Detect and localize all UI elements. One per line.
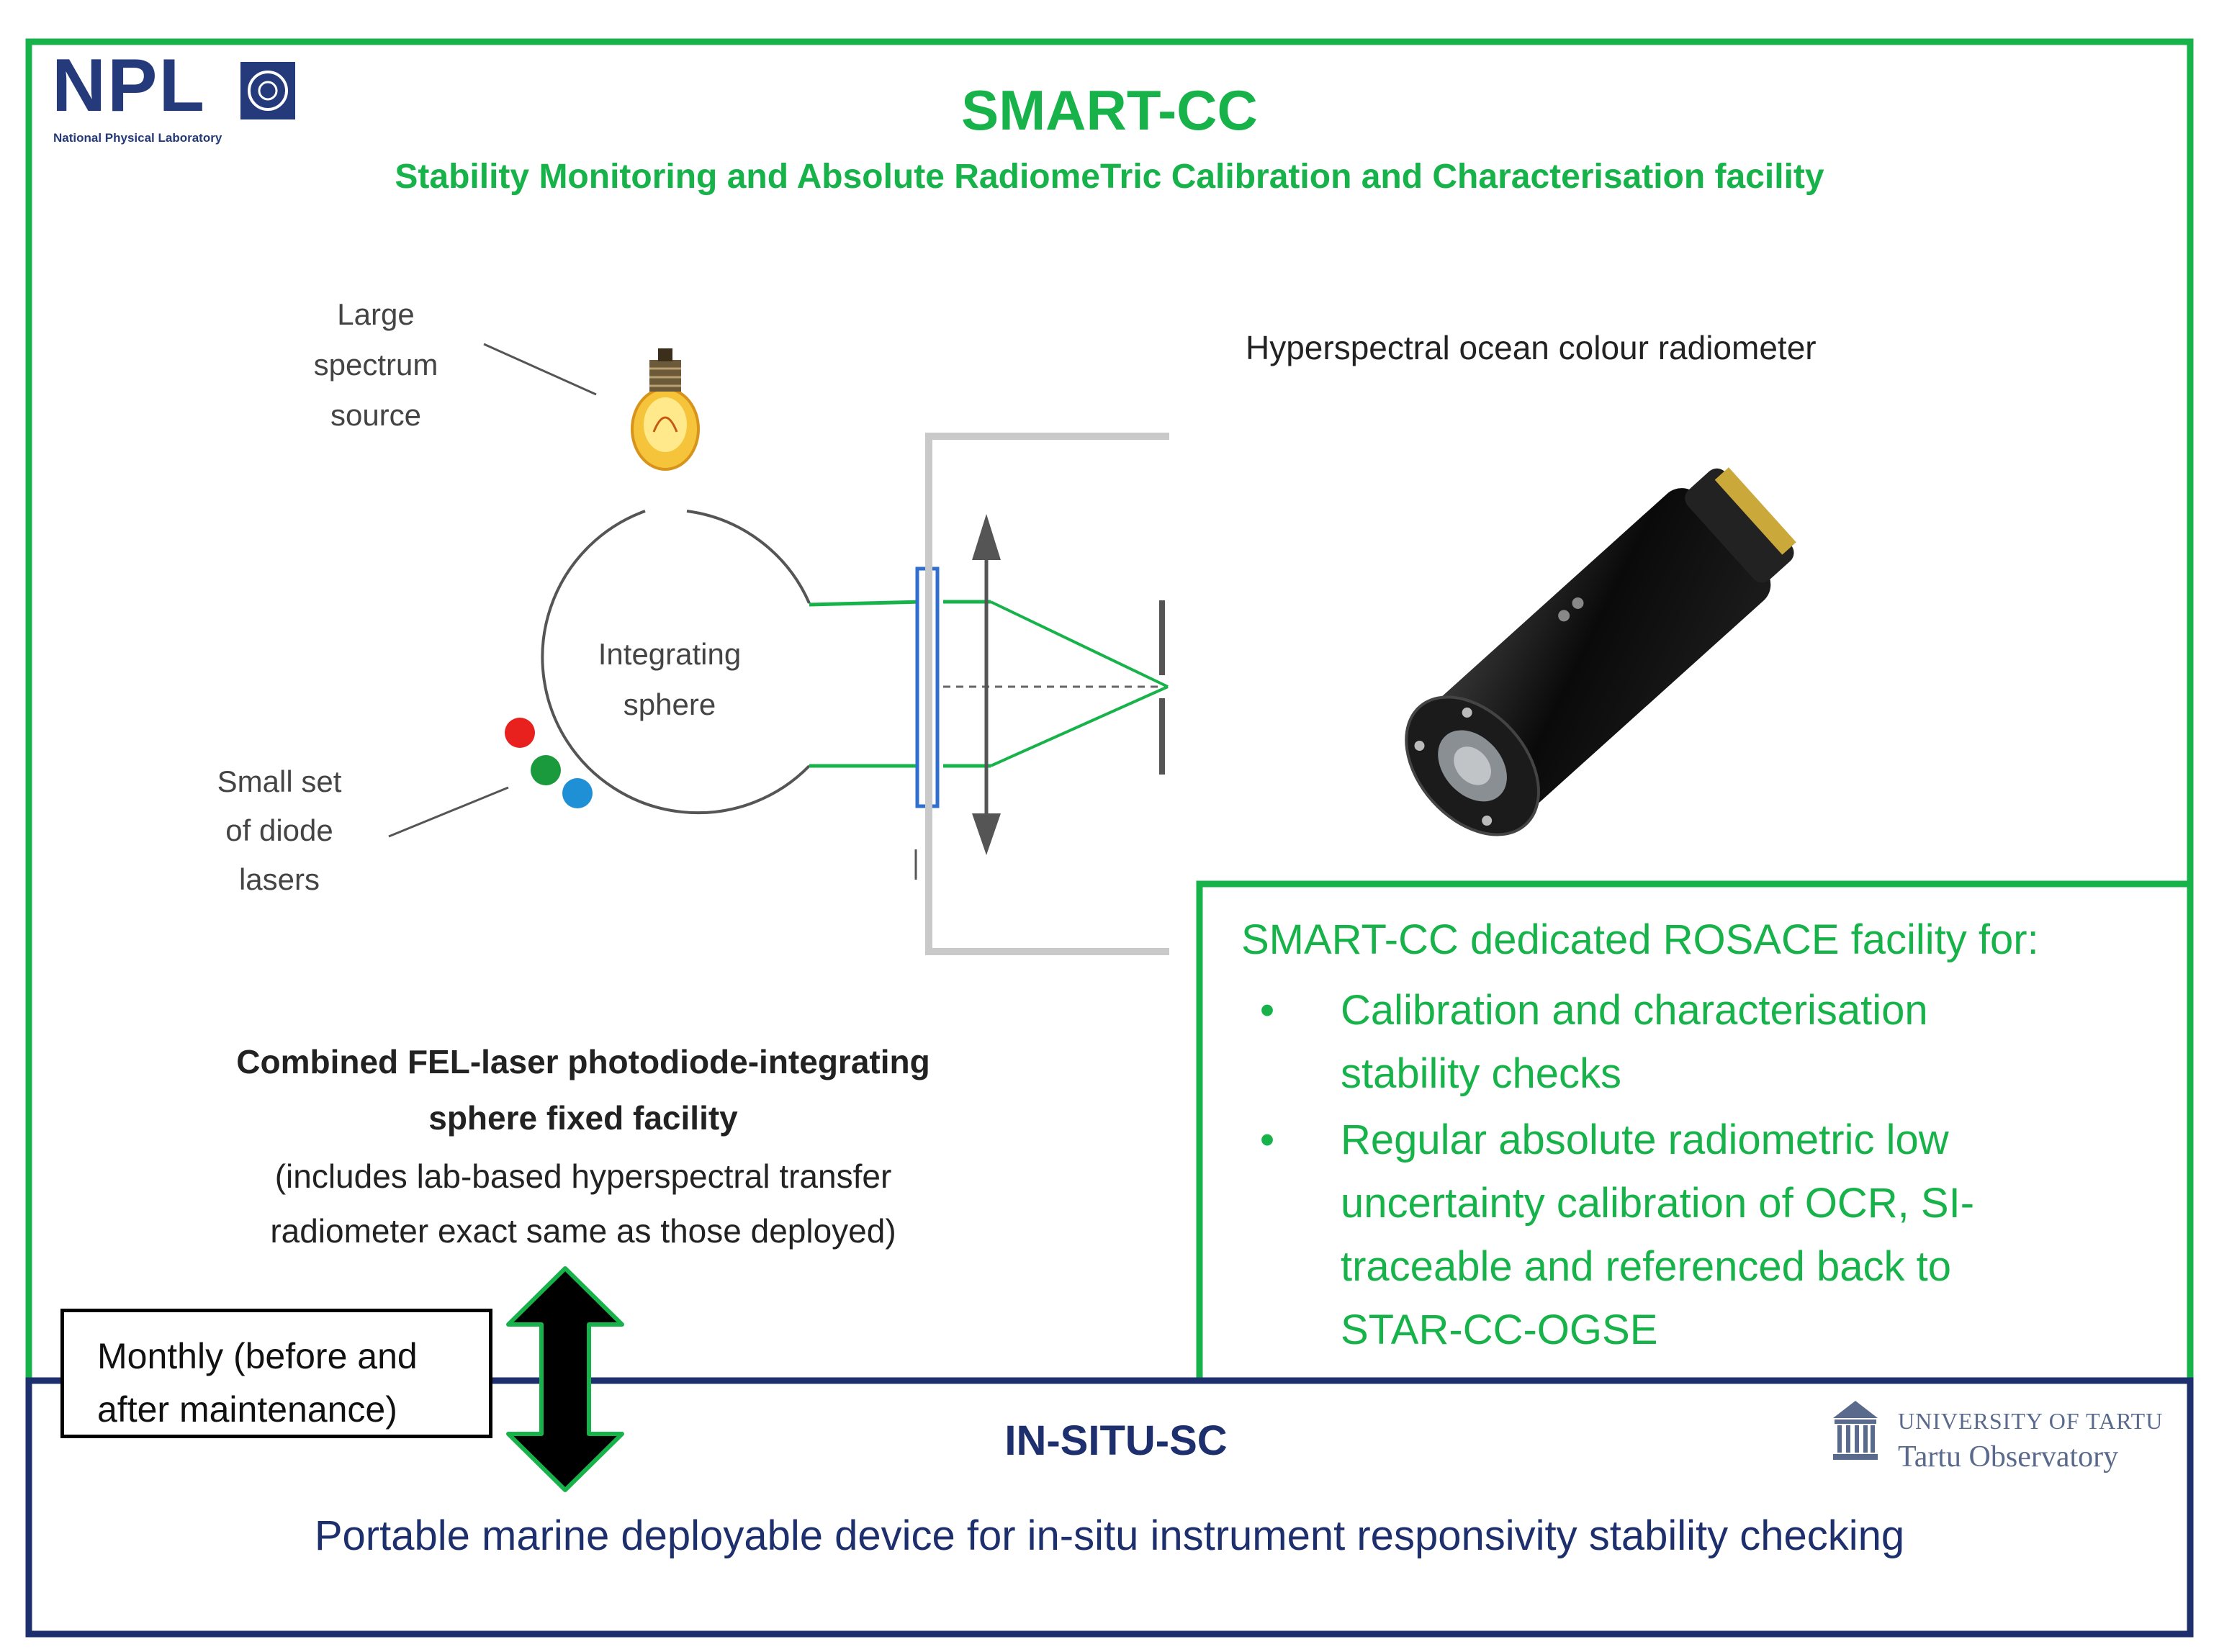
beam-converge-top <box>990 600 1169 688</box>
page-title: SMART-CC <box>961 78 1258 142</box>
facility-description: (includes lab-based hyperspectral transf… <box>270 1157 896 1250</box>
tartu-logo-line2: Tartu Observatory <box>1898 1440 2119 1473</box>
page-subtitle: Stability Monitoring and Absolute Radiom… <box>395 158 1824 196</box>
integrating-sphere <box>541 510 811 815</box>
diode-laser-red <box>505 718 535 748</box>
double-arrow-icon <box>506 1266 624 1492</box>
monthly-box: Monthly (before and after maintenance) <box>60 1309 492 1438</box>
tartu-logo-line1: UNIVERSITY OF TARTU <box>1898 1408 2164 1434</box>
insitu-frame <box>25 1377 2194 1638</box>
tartu-building-icon <box>1833 1401 1878 1460</box>
rosace-heading: SMART-CC dedicated ROSACE facility for: <box>1241 916 2039 963</box>
rosace-list: • Calibration and characterisation stabi… <box>1253 979 2153 1365</box>
rosace-item-radiometric: • Regular absolute radiometric low uncer… <box>1253 1109 2153 1362</box>
diode-laser-green <box>531 755 561 785</box>
diode-leader-line <box>388 786 509 838</box>
beam-converge-bottom <box>990 685 1169 767</box>
facility-title: Combined FEL-laser photodiode-integratin… <box>236 1043 930 1137</box>
diode-laser-blue <box>562 778 593 808</box>
housing-bracket <box>925 433 1169 955</box>
radiometer-label: Hyperspectral ocean colour radiometer <box>1246 329 1817 366</box>
beam-top <box>809 600 924 607</box>
insitu-description: Portable marine deployable device for in… <box>314 1512 1905 1559</box>
bullet-icon: • <box>1259 987 1275 1034</box>
bullet-icon: • <box>1259 1116 1275 1163</box>
npl-logo-text: NPL <box>52 44 206 127</box>
diode-lasers-label: Small set of diode lasers <box>217 764 342 896</box>
large-source-label: Large spectrum source <box>313 297 438 432</box>
radiometer-image <box>1405 467 1796 836</box>
source-leader-line <box>483 343 597 396</box>
light-bulb-icon <box>631 348 700 471</box>
rosace-item-calibration: • Calibration and characterisation stabi… <box>1253 979 2153 1106</box>
npl-crest-icon <box>240 62 295 119</box>
insitu-title: IN-SITU-SC <box>1004 1417 1228 1464</box>
npl-logo-subtext: National Physical Laboratory <box>53 131 222 145</box>
integrating-sphere-label: Integrating sphere <box>598 637 742 721</box>
